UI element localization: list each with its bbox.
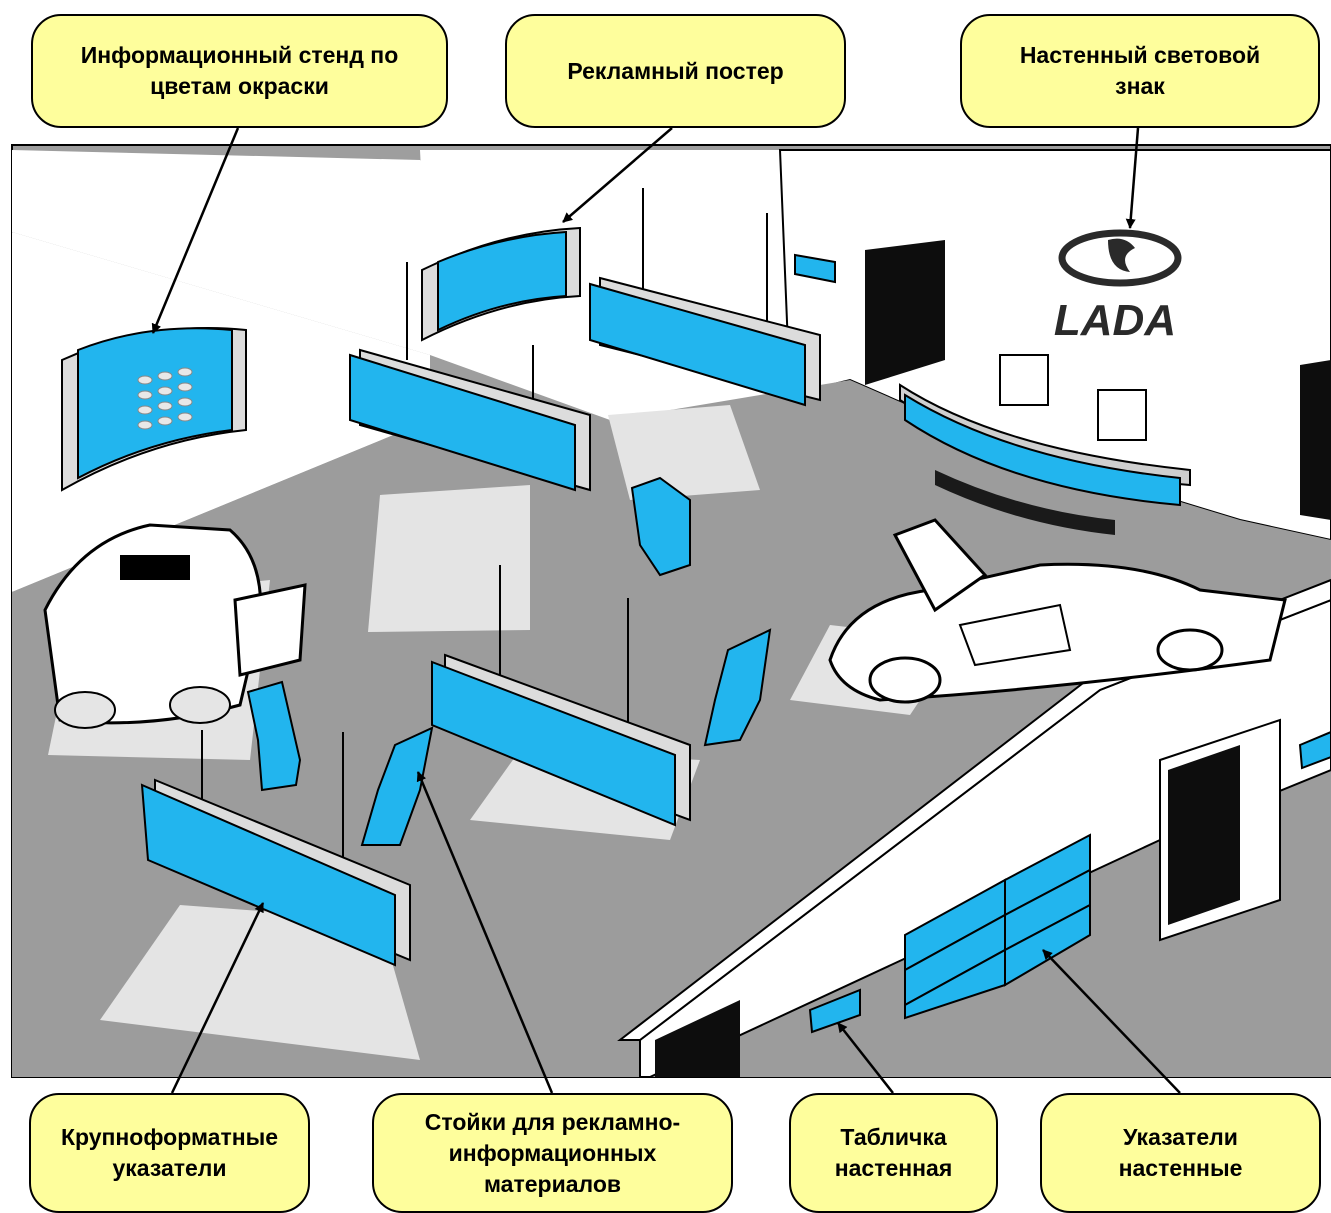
large-format-sign xyxy=(349,348,591,492)
door xyxy=(865,240,945,385)
car-left xyxy=(43,523,307,729)
callout-ad-poster: Рекламный постер xyxy=(505,14,846,128)
large-format-sign xyxy=(589,276,821,407)
lada-logo: LADA xyxy=(1054,229,1182,345)
callout-wall-signs: Указатели настенные xyxy=(1040,1093,1321,1213)
callout-arrows xyxy=(151,127,1181,1094)
small-wall-plate xyxy=(794,253,836,284)
callout-stands: Стойки для рекламно- информационных мате… xyxy=(372,1093,733,1213)
door xyxy=(655,1000,740,1077)
floor-patch xyxy=(368,485,530,632)
large-format-sign xyxy=(140,778,411,967)
brochure-stand xyxy=(703,628,772,747)
arrow-wall-plate xyxy=(837,1022,894,1094)
ad-poster-display xyxy=(421,226,581,342)
arrow-stands xyxy=(416,771,554,1094)
callout-wall-light-sign: Настенный световой знак xyxy=(960,14,1320,128)
callout-wall-plate: Табличка настенная xyxy=(789,1093,998,1213)
door xyxy=(1168,745,1240,925)
wall-plate-small xyxy=(1298,730,1331,770)
large-format-sign xyxy=(431,653,691,827)
left-wall-strip xyxy=(12,150,500,355)
arrow-info-stand xyxy=(151,127,240,334)
lada-logo-text: LADA xyxy=(1054,296,1176,345)
arrow-large-signs xyxy=(170,902,265,1094)
hanging-rods xyxy=(201,188,768,860)
floor-patch xyxy=(608,405,760,500)
car-right xyxy=(828,518,1287,704)
callout-info-stand: Информационный стенд по цветам окраски xyxy=(31,14,448,128)
callout-large-signs: Крупноформатные указатели xyxy=(29,1093,310,1213)
brochure-stand xyxy=(630,476,691,577)
wall-signs xyxy=(904,833,1091,1020)
arrow-wall-light-sign xyxy=(1125,127,1140,229)
arrow-wall-signs xyxy=(1042,949,1181,1094)
arrow-ad-poster xyxy=(562,127,673,223)
reception-desk xyxy=(899,354,1191,535)
info-stand-display xyxy=(61,327,247,492)
brochure-stand xyxy=(360,726,434,846)
wall-plate xyxy=(808,988,861,1034)
floor-patch xyxy=(100,905,420,1060)
brochure-stand xyxy=(246,680,302,792)
door xyxy=(1300,360,1331,520)
